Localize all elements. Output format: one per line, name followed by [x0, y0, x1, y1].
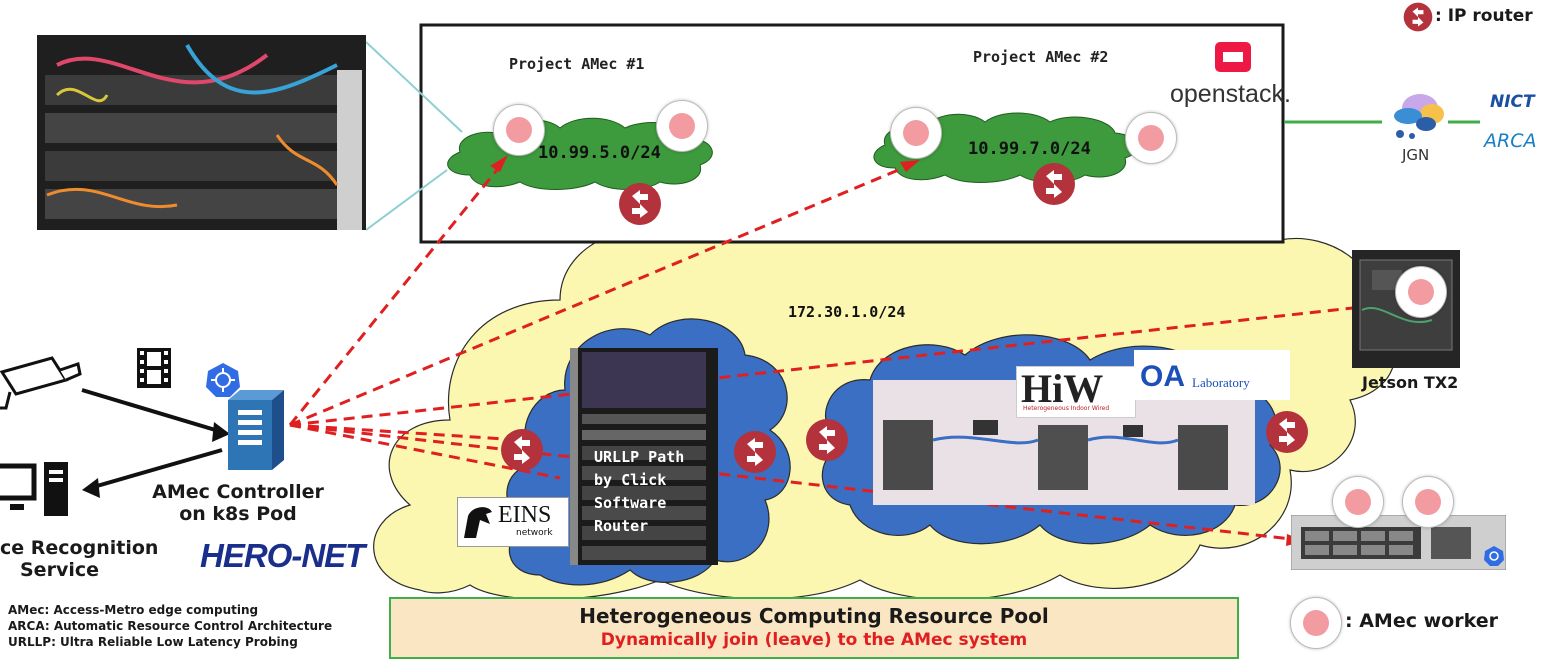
monitor-icon [0, 462, 68, 516]
oa-logo-text: OA [1140, 360, 1185, 393]
hiw-logo-text: HiW [1021, 366, 1104, 411]
amec-worker-icon [1402, 476, 1454, 528]
heronet-logo: HERO-NET [200, 537, 365, 574]
jgn-logo-icon [1394, 94, 1444, 139]
arca-text: ARCA [1484, 130, 1537, 152]
server-photo [1291, 515, 1506, 570]
server-rack-photo [37, 35, 366, 230]
legend-ip-router-label: : IP router [1435, 6, 1533, 26]
controller-label: AMec Controller on k8s Pod [148, 481, 328, 525]
subnet-10-99-7: 10.99.7.0/24 [968, 139, 1091, 159]
amec-worker-icon [1125, 112, 1177, 164]
resource-pool-box: Heterogeneous Computing Resource Pool Dy… [389, 597, 1239, 659]
urllp-label-line: URLLP Path [594, 448, 685, 466]
controller-label-line2: on k8s Pod [179, 503, 297, 525]
oa-logo-sub: Laboratory [1192, 375, 1250, 390]
ip-router-icon [619, 183, 661, 225]
jetson-label: Jetson TX2 [1362, 373, 1459, 392]
urllp-label-line: by Click [594, 471, 667, 489]
abbreviation-item: AMec: Access-Metro edge computing [8, 603, 259, 617]
service-label-line1: ce Recognition [0, 537, 159, 559]
project2-title: Project AMec #2 [973, 48, 1109, 66]
ip-router-icon [1266, 411, 1308, 453]
abbreviation-item: ARCA: Automatic Resource Control Archite… [8, 619, 333, 633]
kubernetes-icon [206, 363, 240, 397]
ip-router-icon [1033, 163, 1075, 205]
urllp-label-line: Router [594, 517, 649, 535]
amec-worker-icon [890, 107, 942, 159]
service-label: ce Recognition Service [0, 537, 168, 581]
urllp-label-line: Software [594, 494, 667, 512]
kubernetes-icon [1484, 546, 1504, 566]
controller-server-icon [228, 390, 284, 470]
control-links [288, 159, 1381, 542]
openstack-icon [1215, 42, 1251, 72]
film-icon [137, 348, 171, 388]
abbreviation-item: URLLP: Ultra Reliable Low Latency Probin… [8, 635, 298, 649]
eins-sub: network [516, 528, 553, 538]
urllp-rack-photo: URLLP Path by Click Software Router [570, 348, 718, 565]
hiw-logo-sub: Heterogeneous Indoor Wired [1023, 405, 1110, 412]
amec-worker-legend-icon [1290, 597, 1342, 649]
eins-logo: EINS network [457, 497, 569, 547]
legend-amec-worker-label: : AMec worker [1345, 610, 1498, 632]
ip-router-icon [734, 431, 776, 473]
amec-worker-icon [1332, 476, 1384, 528]
project1-title: Project AMec #1 [509, 55, 645, 73]
hiw-logo: HiW Heterogeneous Indoor Wired [1016, 366, 1136, 418]
subnet-172-30-1: 172.30.1.0/24 [788, 303, 906, 321]
eins-horse-icon [464, 507, 492, 538]
service-label-line2: Service [20, 559, 99, 581]
amec-worker-icon [493, 104, 545, 156]
oa-lab-logo: OA Laboratory [1134, 350, 1290, 400]
amec-worker-icon [656, 100, 708, 152]
jgn-text: JGN [1402, 146, 1430, 164]
amec-worker-icon [1395, 266, 1447, 318]
ip-router-icon [501, 429, 543, 471]
eins-text: EINS [498, 502, 552, 528]
subnet-10-99-5: 10.99.5.0/24 [538, 143, 661, 163]
openstack-logo: openstack. [1170, 40, 1291, 120]
controller-label-line1: AMec Controller [152, 481, 324, 503]
abbreviation-list: AMec: Access-Metro edge computing ARCA: … [8, 602, 332, 650]
openstack-text: openstack. [1170, 80, 1291, 108]
nict-text: NICT [1490, 92, 1535, 112]
ip-router-icon [806, 419, 848, 461]
pool-title: Heterogeneous Computing Resource Pool [579, 604, 1049, 628]
pool-subtitle: Dynamically join (leave) to the AMec sys… [600, 630, 1028, 650]
camera-icon [0, 356, 82, 410]
ip-router-legend-icon [1403, 2, 1433, 32]
